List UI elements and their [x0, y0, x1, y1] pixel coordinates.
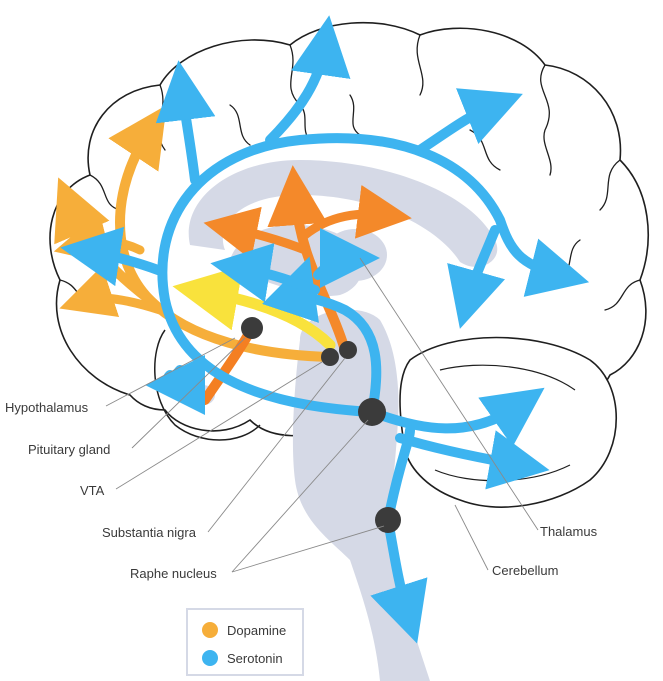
raphe-node-upper [358, 398, 386, 426]
label-hypothalamus: Hypothalamus [5, 400, 89, 415]
pituitary-node [241, 317, 263, 339]
label-thalamus: Thalamus [540, 524, 598, 539]
substantia-nigra-node [339, 341, 357, 359]
label-cerebellum: Cerebellum [492, 563, 558, 578]
legend-dopamine-label: Dopamine [227, 623, 286, 638]
thalamus [323, 229, 387, 281]
label-vta: VTA [80, 483, 105, 498]
legend: Dopamine Serotonin [187, 609, 303, 675]
vta-node [321, 348, 339, 366]
label-substantia-nigra: Substantia nigra [102, 525, 197, 540]
legend-serotonin-swatch [202, 650, 218, 666]
label-raphe-nucleus: Raphe nucleus [130, 566, 217, 581]
legend-dopamine-swatch [202, 622, 218, 638]
legend-serotonin-label: Serotonin [227, 651, 283, 666]
cerebellum-outline [400, 338, 616, 508]
raphe-node-lower [375, 507, 401, 533]
label-pituitary-gland: Pituitary gland [28, 442, 110, 457]
